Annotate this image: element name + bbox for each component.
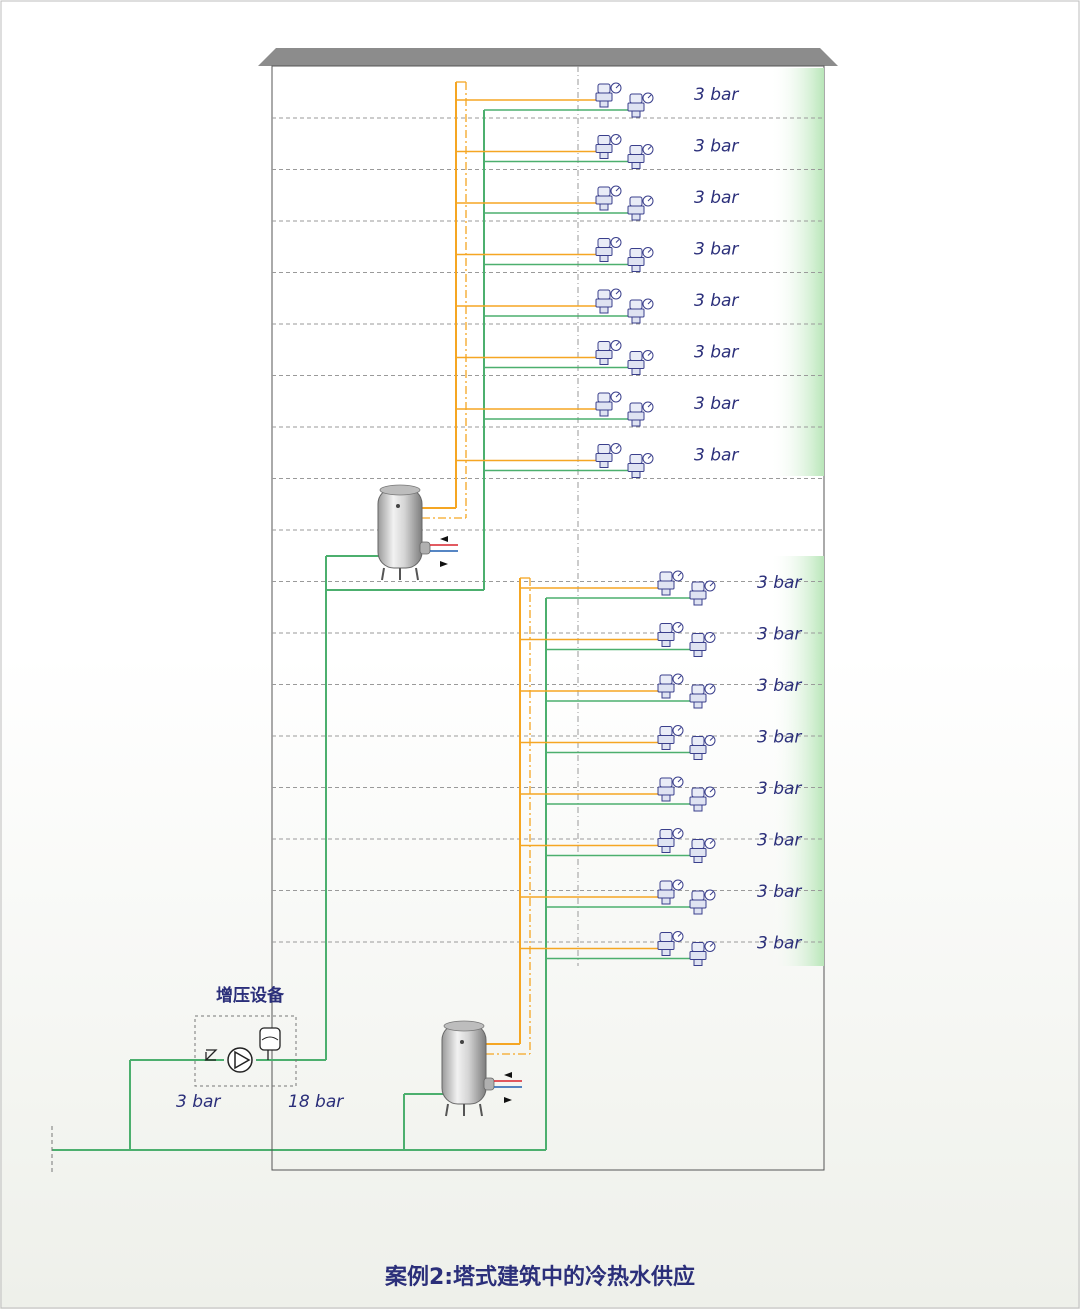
pressure-reducing-valve-icon — [627, 350, 654, 375]
pressure-reducing-valve-icon — [595, 134, 622, 159]
pressure-reducing-valve-icon — [595, 288, 622, 314]
booster-inlet-pressure: 3 bar — [176, 1092, 221, 1112]
water-heater-icon — [377, 484, 458, 581]
pressure-reducing-valve-icon — [689, 838, 716, 863]
pressure-reducing-valve-icon — [627, 144, 654, 169]
pressure-reducing-valve-icon — [627, 195, 654, 221]
floor-pressure-label: 3 bar — [757, 625, 802, 645]
lower-zone-pipes — [486, 577, 694, 1150]
pressure-reducing-valve-icon — [595, 237, 622, 262]
floor-pressure-label: 3 bar — [694, 188, 739, 208]
pressure-reducing-valve-icon — [657, 673, 684, 699]
pressure-reducing-valve-icon — [627, 401, 654, 427]
pressure-reducing-valve-icon — [627, 298, 654, 324]
pressure-reducing-valve-icon — [657, 776, 684, 802]
pressure-reducing-valve-icon — [689, 889, 716, 915]
floor-pressure-label: 3 bar — [757, 676, 802, 696]
upper-branches — [456, 99, 632, 472]
lower-branches — [520, 587, 694, 960]
pressure-reducing-valve-icon — [595, 185, 622, 211]
upper-zone-floors: 3 bar 3 bar 3 bar 3 bar 3 bar 3 bar 3 bar 3 bar — [595, 82, 739, 478]
pressure-reducing-valve-icon — [595, 82, 622, 108]
floor-pressure-label: 3 bar — [757, 573, 802, 593]
pressure-reducing-valve-icon — [689, 941, 716, 966]
floor-pressure-label: 3 bar — [694, 85, 739, 105]
pressure-reducing-valve-icon — [689, 735, 716, 760]
pressure-reducing-valve-icon — [657, 570, 684, 596]
floor-pressure-label: 3 bar — [694, 394, 739, 414]
diagram-title: 案例2:塔式建筑中的冷热水供应 — [384, 1264, 695, 1290]
upper-water-heater — [377, 484, 458, 581]
pressure-reducing-valve-icon — [657, 725, 684, 750]
pressure-reducing-valve-icon — [595, 391, 622, 417]
expansion-vessel-icon — [259, 1027, 281, 1060]
pressure-reducing-valve-icon — [627, 92, 654, 118]
pressure-reducing-valve-icon — [689, 786, 716, 812]
booster-label: 增压设备 — [216, 985, 285, 1006]
pressure-reducing-valve-icon — [689, 580, 716, 606]
pressure-reducing-valve-icon — [657, 879, 684, 905]
floor-pressure-label: 3 bar — [757, 934, 802, 954]
floor-lines — [272, 117, 824, 943]
lower-water-heater — [441, 1020, 522, 1117]
floor-pressure-label: 3 bar — [757, 779, 802, 799]
lower-pressure-zone — [770, 556, 824, 966]
floor-pressure-label: 3 bar — [694, 137, 739, 157]
floor-pressure-label: 3 bar — [694, 291, 739, 311]
building-roof — [258, 48, 838, 66]
floor-pressure-label: 3 bar — [757, 882, 802, 902]
pressure-reducing-valve-icon — [595, 443, 622, 468]
pressure-reducing-valve-icon — [657, 828, 684, 853]
floor-pressure-label: 3 bar — [694, 240, 739, 260]
floor-pressure-label: 3 bar — [757, 831, 802, 851]
booster-station: 增压设备 3 bar 18 bar — [176, 985, 344, 1112]
water-heater-icon — [441, 1020, 522, 1117]
upper-zone-pipes — [326, 81, 632, 591]
pressure-reducing-valve-icon — [595, 340, 622, 365]
pressure-reducing-valve-icon — [689, 632, 716, 657]
check-valve-icon — [204, 1049, 218, 1061]
floor-pressure-label: 3 bar — [757, 728, 802, 748]
pressure-reducing-valve-icon — [627, 453, 654, 478]
lower-zone-floors: 3 bar 3 bar 3 bar 3 bar 3 bar 3 bar 3 bar 3 bar — [657, 570, 802, 966]
booster-enclosure — [194, 1015, 297, 1087]
booster-outlet-pressure: 18 bar — [288, 1092, 344, 1112]
floor-pressure-label: 3 bar — [694, 343, 739, 363]
floor-pressure-label: 3 bar — [694, 446, 739, 466]
pressure-reducing-valve-icon — [657, 622, 684, 647]
pump-icon — [227, 1047, 253, 1073]
pressure-reducing-valve-icon — [627, 247, 654, 272]
pressure-reducing-valve-icon — [689, 683, 716, 709]
pressure-reducing-valve-icon — [657, 931, 684, 956]
